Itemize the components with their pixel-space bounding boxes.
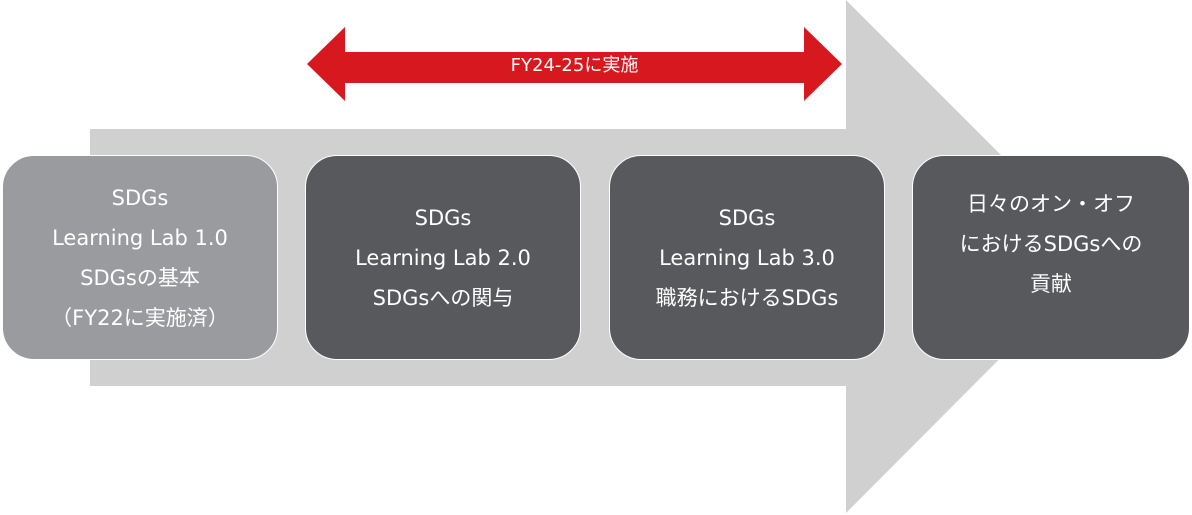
stage-line: SDGs	[718, 205, 776, 230]
stage-line: 貢献	[1030, 271, 1072, 296]
stage-line: Learning Lab 3.0	[659, 245, 835, 270]
stage-line: 日々のオン・オフ	[967, 191, 1135, 216]
stage-line: におけるSDGsへの	[959, 231, 1143, 256]
period-label: FY24-25に実施	[510, 55, 639, 76]
period-double-arrow	[307, 27, 842, 101]
stage-box-learning-lab-2: SDGs Learning Lab 2.0 SDGsへの関与	[305, 155, 581, 360]
stage-line: SDGs	[414, 205, 472, 230]
stage-line: 職務におけるSDGs	[655, 285, 839, 310]
stage-line: SDGs	[111, 185, 169, 210]
stage-box-learning-lab-1: SDGs Learning Lab 1.0 SDGsの基本 （FY22に実施済）	[2, 155, 278, 360]
stage-line: Learning Lab 1.0	[52, 225, 228, 250]
stage-line: （FY22に実施済）	[51, 305, 229, 330]
stage-line: Learning Lab 2.0	[355, 245, 531, 270]
stage-box-daily-contribution: 日々のオン・オフ におけるSDGsへの 貢献	[912, 155, 1190, 360]
stage-line: SDGsへの関与	[372, 285, 514, 310]
stage-line: SDGsの基本	[80, 265, 200, 290]
stage-box-learning-lab-3: SDGs Learning Lab 3.0 職務におけるSDGs	[609, 155, 885, 360]
progress-arrow	[90, 0, 1102, 513]
